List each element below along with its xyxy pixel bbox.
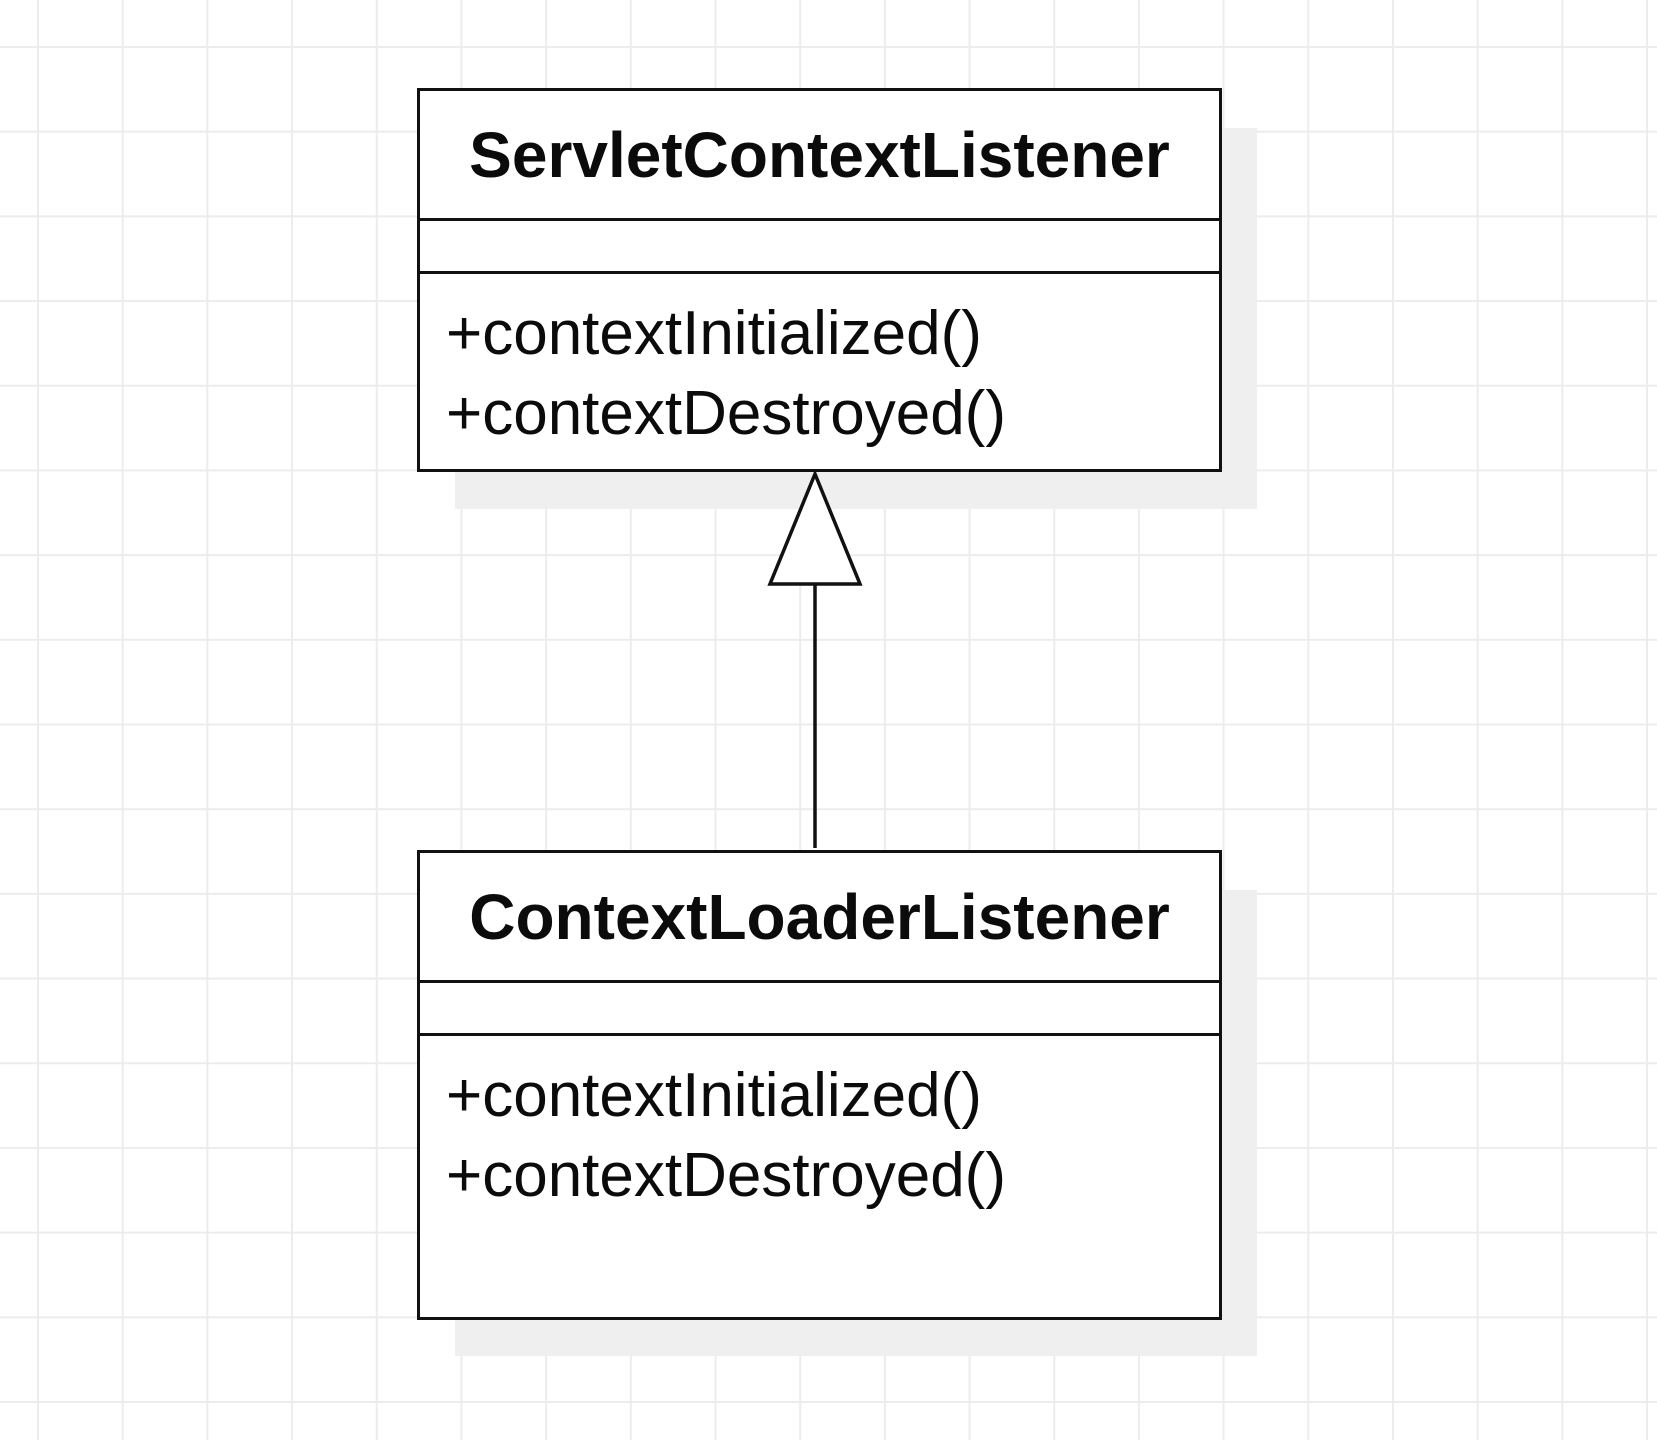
class-operations-compartment: +contextInitialized() +contextDestroyed(… bbox=[420, 1036, 1219, 1317]
class-attributes-compartment bbox=[420, 221, 1219, 274]
operation: +contextInitialized() bbox=[446, 1061, 982, 1130]
class-attributes-compartment bbox=[420, 983, 1219, 1036]
class-context-loader-listener[interactable]: ContextLoaderListener +contextInitialize… bbox=[417, 850, 1222, 1320]
operation: +contextInitialized() bbox=[446, 299, 982, 368]
class-name: ContextLoaderListener bbox=[420, 853, 1219, 983]
class-operations-compartment: +contextInitialized() +contextDestroyed(… bbox=[420, 274, 1219, 469]
class-servlet-context-listener[interactable]: ServletContextListener +contextInitializ… bbox=[417, 88, 1222, 472]
operation: +contextDestroyed() bbox=[446, 1141, 1006, 1210]
operation: +contextDestroyed() bbox=[446, 379, 1006, 448]
class-name: ServletContextListener bbox=[420, 91, 1219, 221]
